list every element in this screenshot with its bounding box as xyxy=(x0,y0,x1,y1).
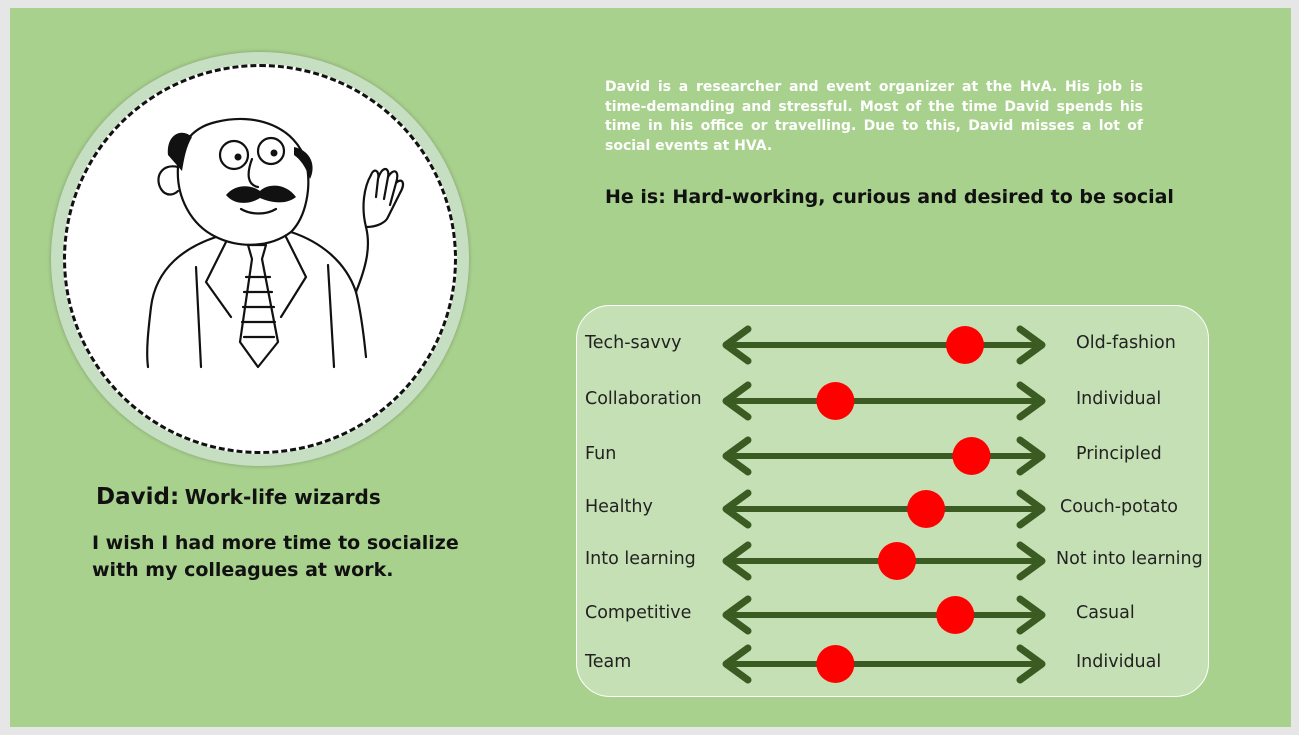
scale-marker xyxy=(877,542,916,580)
persona-title: David: Work-life wizards xyxy=(96,484,381,510)
avatar-frame xyxy=(51,52,469,466)
scale-marker xyxy=(816,382,855,420)
scale-right-label: Not into learning xyxy=(1056,549,1203,569)
scale-left-label: Into learning xyxy=(585,549,696,569)
persona-traits: He is: Hard-working, curious and desired… xyxy=(605,186,1174,208)
scale-row xyxy=(722,644,1046,684)
persona-bio: David is a researcher and event organize… xyxy=(605,79,1143,154)
persona-quote: I wish I had more time to socialize with… xyxy=(92,532,459,581)
scale-right-label: Couch-potato xyxy=(1060,497,1179,517)
scale-marker xyxy=(907,490,946,528)
arrowhead-right-icon xyxy=(1016,489,1046,529)
persona-role: Work-life wizards xyxy=(184,485,381,509)
scale-right-label: Casual xyxy=(1076,603,1135,623)
scale-right-label: Individual xyxy=(1076,652,1162,672)
arrowhead-left-icon xyxy=(722,595,752,635)
scale-marker xyxy=(816,645,855,683)
arrowhead-left-icon xyxy=(722,381,752,421)
scale-row xyxy=(722,541,1046,581)
scale-left-label: Competitive xyxy=(585,603,692,623)
arrowhead-left-icon xyxy=(722,489,752,529)
scale-left-label: Fun xyxy=(585,444,617,464)
scale-left-label: Collaboration xyxy=(585,389,702,409)
cartoon-man-waving-icon xyxy=(146,117,405,369)
arrowhead-left-icon xyxy=(722,436,752,476)
arrowhead-left-icon xyxy=(722,325,752,365)
arrowhead-right-icon xyxy=(1016,644,1046,684)
arrowhead-right-icon xyxy=(1016,541,1046,581)
scale-right-label: Old-fashion xyxy=(1076,333,1176,353)
arrowhead-right-icon xyxy=(1016,595,1046,635)
scale-row xyxy=(722,489,1046,529)
scale-row xyxy=(722,436,1046,476)
scale-left-label: Healthy xyxy=(585,497,653,517)
scale-left-label: Tech-savvy xyxy=(585,333,682,353)
scale-left-label: Team xyxy=(585,652,632,672)
avatar xyxy=(63,64,457,454)
scale-right-label: Principled xyxy=(1076,444,1162,464)
arrowhead-right-icon xyxy=(1016,325,1046,365)
scale-right-label: Individual xyxy=(1076,389,1162,409)
scale-row xyxy=(722,595,1046,635)
arrowhead-right-icon xyxy=(1016,381,1046,421)
persona-name: David: xyxy=(96,484,180,510)
scale-marker xyxy=(936,596,975,634)
scale-marker xyxy=(952,437,991,475)
scale-row xyxy=(722,381,1046,421)
scale-marker xyxy=(946,326,984,364)
scale-row xyxy=(722,325,1046,365)
arrowhead-right-icon xyxy=(1016,436,1046,476)
arrowhead-left-icon xyxy=(722,644,752,684)
trait-scales-panel xyxy=(576,305,1209,697)
arrowhead-left-icon xyxy=(722,541,752,581)
